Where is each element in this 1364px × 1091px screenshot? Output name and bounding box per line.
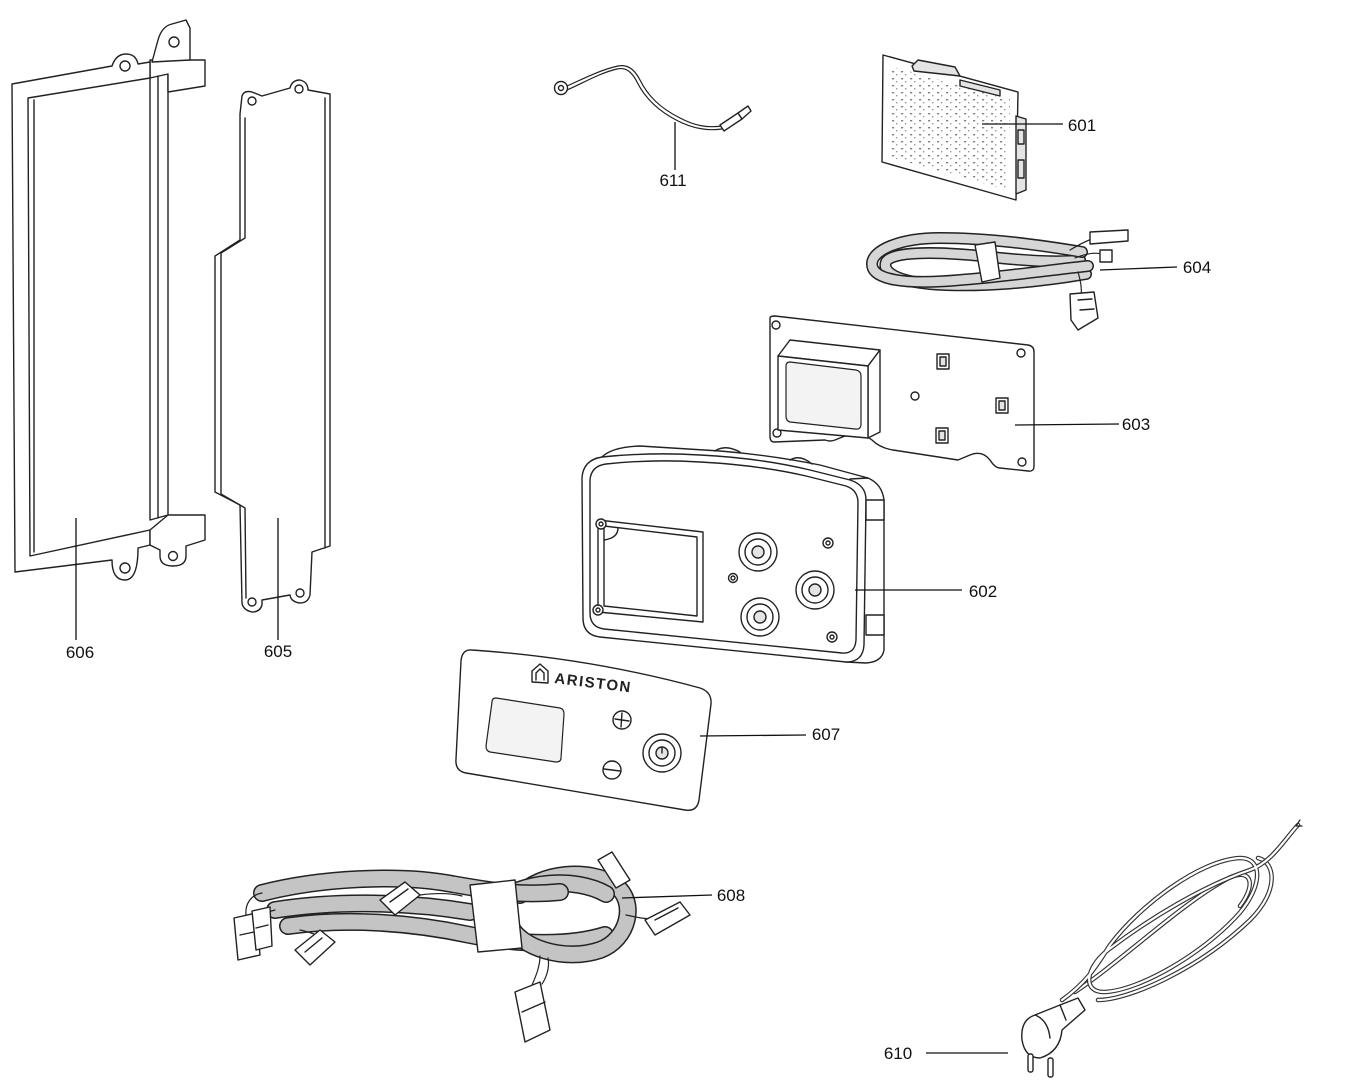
leader-line-604 [1099,266,1178,271]
callout-607: 607 [812,725,840,744]
part-606-frame [11,19,206,581]
mounting-clip [935,353,1009,444]
spade-connector [719,105,752,132]
plug [1021,997,1086,1078]
callout-602: 602 [969,582,997,601]
knob [795,570,835,610]
ring-terminal [553,80,569,96]
cable-tie [469,879,523,953]
callout-610: 610 [884,1044,912,1063]
callout-608: 608 [717,886,745,905]
power-knob [642,733,682,773]
part-601-control-board [881,54,1027,201]
connector [644,901,691,936]
callout-605: 605 [264,642,292,661]
leader-line-607 [699,734,807,737]
display-window [485,697,565,763]
transformer [777,339,881,439]
callout-611: 611 [659,171,686,190]
part-611-earth-wire [553,65,752,132]
callouts: 606 605 611 601 604 603 602 607 608 610 [66,116,1211,1063]
display-window [597,519,704,623]
knob [740,597,780,637]
knob [738,532,778,572]
callout-606: 606 [66,643,94,662]
callout-603: 603 [1122,415,1150,434]
part-605-cover-plate [214,79,331,613]
part-604-cable-harness [872,229,1129,331]
screw-hole [592,518,838,643]
connector [1069,229,1129,331]
part-603-transformer-plate [769,315,1035,472]
callout-604: 604 [1183,258,1211,277]
callout-601: 601 [1068,116,1096,135]
leader-line-603 [1014,423,1120,426]
connector [294,929,336,966]
connector [233,906,273,961]
connector [379,881,421,916]
part-607-faceplate: ARISTON [455,649,712,811]
screw [602,760,622,780]
leader-line-608 [621,894,713,899]
part-608-wiring-harness [233,851,691,1043]
part-610-power-cord [1021,819,1303,1078]
connector [514,981,551,1043]
connector [597,851,631,889]
cable-tie [974,241,1001,283]
part-602-control-box [581,445,885,664]
screw [612,710,632,730]
